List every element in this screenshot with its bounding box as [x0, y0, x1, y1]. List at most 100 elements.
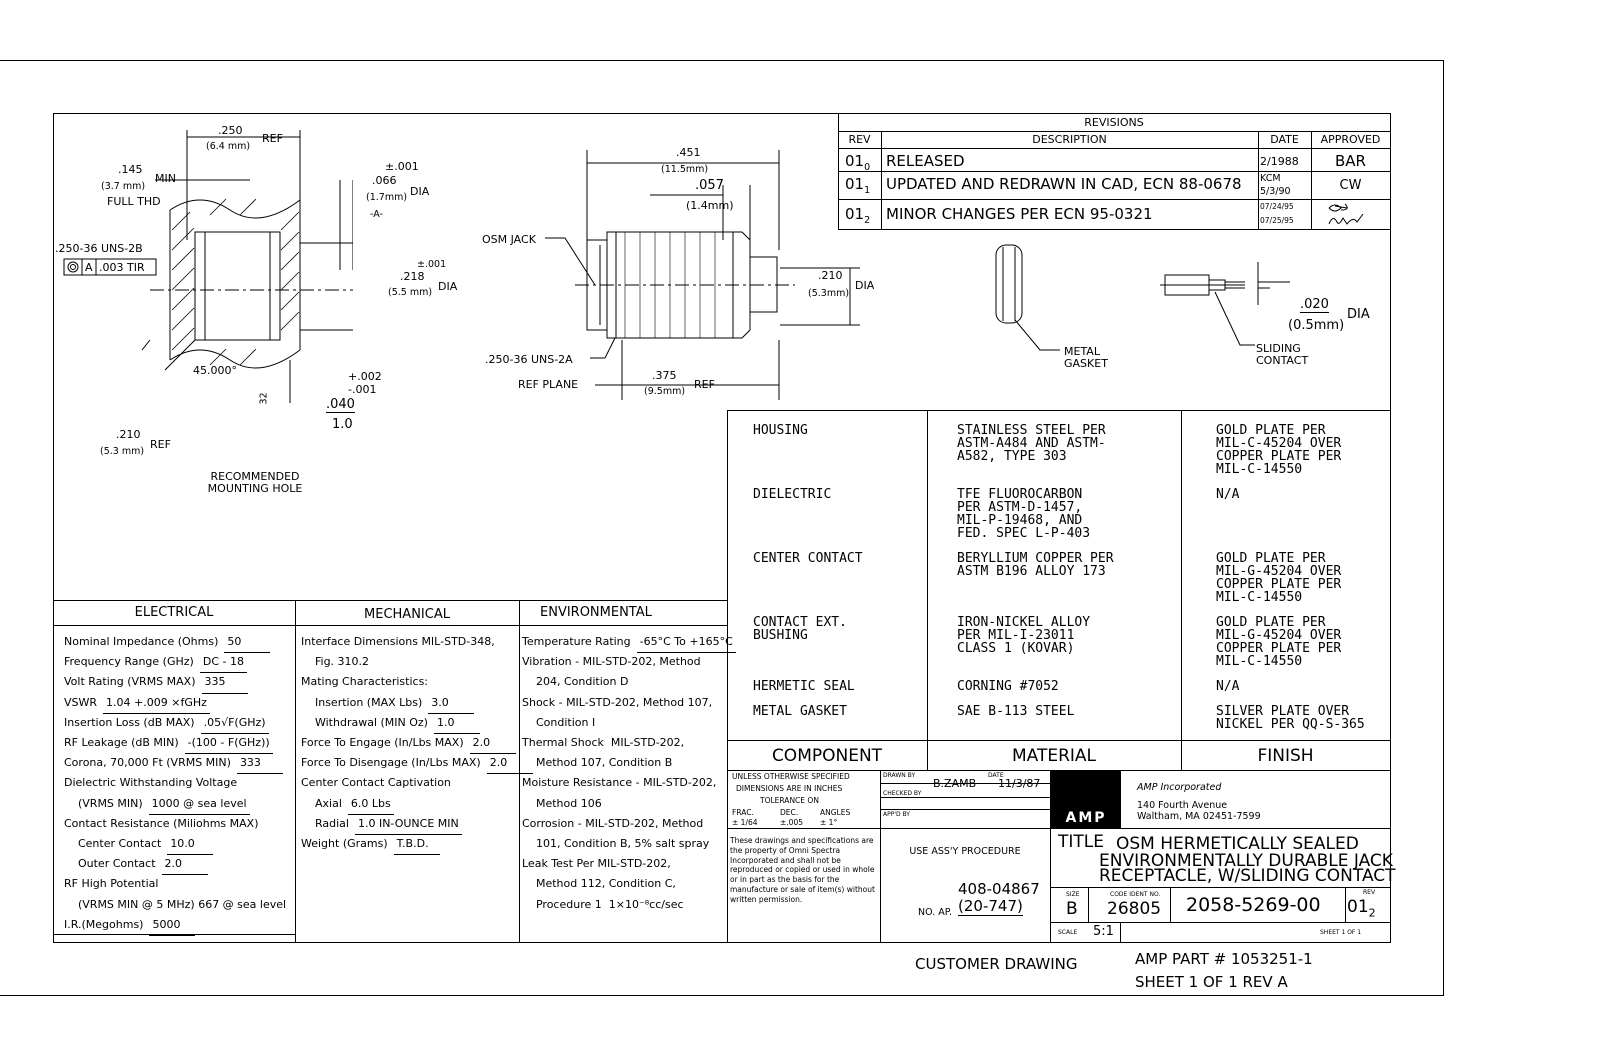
environmental-row: Method 107, Condition B [522, 753, 726, 773]
environmental-label: Shock - MIL-STD-202, Method 107, [522, 695, 713, 709]
drawn-by-label: DRAWN BY [883, 772, 916, 779]
mechanical-row: Fig. 310.2 [301, 652, 516, 672]
material-row-5-finish: SILVER PLATE OVER NICKEL PER QQ-S-365 [1216, 704, 1365, 732]
datum-a: -A- [370, 209, 383, 220]
finish-header: FINISH [1257, 746, 1314, 766]
dia-label-3: DIA [855, 279, 875, 292]
electrical-value: -(100 - F(GHz)) [184, 733, 273, 755]
tol-dec: DEC. [780, 808, 799, 817]
mechanical-row: Center Contact Captivation [301, 773, 516, 793]
environmental-label: Method 112, Condition C, [522, 877, 676, 891]
dia-label-4: DIA [1347, 307, 1370, 322]
ref-label-3: REF [694, 378, 715, 391]
environmental-row: Vibration - MIL-STD-202, Method [522, 652, 726, 672]
tol-plus: +.002 [348, 370, 382, 383]
dim-057: .057 [695, 178, 724, 193]
electrical-value: 333 [236, 753, 283, 775]
material-row-3-finish: GOLD PLATE PER MIL-G-45204 OVER COPPER P… [1216, 615, 1342, 669]
mechanical-label: Insertion (MAX Lbs) [301, 695, 423, 709]
title-line1: OSM HERMETICALLY SEALED [1116, 834, 1359, 854]
approved-header: APPROVED [1320, 133, 1381, 146]
company-address1: 140 Fourth Avenue [1137, 800, 1228, 811]
electrical-value: 50 [224, 632, 271, 654]
electrical-label: Frequency Range (GHz) [64, 655, 194, 669]
mechanical-value: 1.0 IN-OUNCE MIN [354, 814, 462, 835]
material-row-4-finish: N/A [1216, 679, 1240, 694]
electrical-value: DC - 18 [199, 652, 247, 674]
outer-border-bottom [0, 995, 1444, 996]
sliding-line2: CONTACT [1256, 354, 1309, 367]
tol-066: ±.001 [385, 160, 419, 173]
environmental-row: Condition I [522, 713, 726, 733]
description-header: DESCRIPTION [1032, 133, 1107, 146]
tol-line1: UNLESS OTHERWISE SPECIFIED [732, 772, 850, 781]
dim-210b: .210 [818, 269, 843, 282]
electrical-value: .05√F(GHz) [200, 713, 269, 734]
material-row-2-component: CENTER CONTACT [753, 551, 863, 566]
environmental-label: Method 106 [522, 796, 602, 810]
environmental-row: Thermal Shock MIL-STD-202, [522, 733, 726, 753]
mechanical-value: 1.0 [433, 713, 480, 734]
electrical-label: Volt Rating (VRMS MAX) [64, 675, 196, 689]
gasket-line1: METAL [1064, 345, 1100, 358]
electrical-label: Corona, 70,000 Ft (VRMS MIN) [64, 756, 231, 770]
material-header: MATERIAL [1011, 746, 1097, 766]
dim-057-mm: (1.4mm) [686, 199, 734, 212]
environmental-row: Method 112, Condition C, [522, 874, 726, 894]
mechanical-value: 2.0 [486, 753, 533, 775]
footer-sheet: SHEET 1 OF 1 REV A [1135, 973, 1288, 991]
electrical-row: Dielectric Withstanding Voltage [64, 773, 292, 793]
amp-part-number: AMP PART # 1053251-1 [1135, 950, 1313, 968]
rev-row-1-approved: CW [1339, 178, 1362, 193]
environmental-row: Corrosion - MIL-STD-202, Method [522, 814, 726, 834]
dim-375: .375 [652, 369, 677, 382]
electrical-row: Outer Contact 2.0 [64, 854, 292, 876]
rev-value: 012 [1347, 897, 1376, 920]
gasket-line2: GASKET [1064, 357, 1108, 370]
electrical-label: RF High Potential [64, 877, 159, 891]
environmental-label: 204, Condition D [522, 675, 629, 689]
dim-145: .145 [118, 163, 143, 176]
outer-border-right [1443, 60, 1444, 996]
environmental-label: Corrosion - MIL-STD-202, Method [522, 816, 704, 830]
amp-logo-block [1051, 771, 1121, 808]
environmental-row: Method 106 [522, 794, 726, 814]
amp-logo: AMP [1051, 808, 1121, 828]
dim-1-0: 1.0 [332, 417, 353, 432]
rev-row-1-description: UPDATED AND REDRAWN IN CAD, ECN 88-0678 [886, 175, 1242, 193]
electrical-label: VSWR [64, 695, 98, 709]
tol-line3: TOLERANCE ON [760, 796, 819, 805]
mechanical-row: Withdrawal (MIN Oz)1.0 [301, 713, 516, 734]
environmental-label: Vibration - MIL-STD-202, Method [522, 655, 701, 669]
environmental-label: Moisture Resistance - MIL-STD-202, [522, 776, 717, 790]
rev-label: REV [1363, 889, 1376, 896]
material-row-4-component: HERMETIC SEAL [753, 679, 855, 694]
electrical-label: Outer Contact [64, 857, 156, 871]
tir-value: .003 TIR [99, 261, 145, 274]
mechanical-label: Mating Characteristics: [301, 675, 428, 689]
electrical-row: Frequency Range (GHz) DC - 18 [64, 652, 292, 674]
title-line2: ENVIRONMENTALLY DURABLE JACK [1099, 851, 1393, 871]
gasket-contact-drawing [995, 244, 1290, 351]
recommended-line1: RECOMMENDED [210, 470, 300, 483]
rev-row-2-rev: 012 [845, 205, 871, 226]
rev-row-2-date2: 07/25/95 [1260, 216, 1294, 225]
dim-145-mm: (3.7 mm) [101, 181, 146, 192]
mechanical-label: Force To Engage (In/Lbs MAX) [301, 736, 464, 749]
mechanical-label: Weight (Grams) [301, 837, 388, 850]
electrical-label: I.R.(Megohms) [64, 917, 144, 931]
mechanical-value: 3.0 [428, 693, 475, 714]
electrical-value: 2.0 [161, 854, 208, 876]
use-assy-label: USE ASS'Y PROCEDURE [909, 846, 1021, 857]
material-row-0-finish: GOLD PLATE PER MIL-C-45204 OVER COPPER P… [1216, 423, 1342, 477]
material-row-3-component: CONTACT EXT. BUSHING [753, 615, 847, 643]
mechanical-row: Mating Characteristics: [301, 672, 516, 692]
revisions-title: REVISIONS [1084, 116, 1144, 129]
title-line3: RECEPTACLE, W/SLIDING CONTACT [1099, 866, 1396, 886]
mechanical-value: T.B.D. [393, 834, 440, 856]
electrical-label: (VRMS MIN @ 5 MHz) 667 @ sea level [64, 897, 287, 911]
environmental-label: 101, Condition B, 5% salt spray [522, 837, 710, 850]
